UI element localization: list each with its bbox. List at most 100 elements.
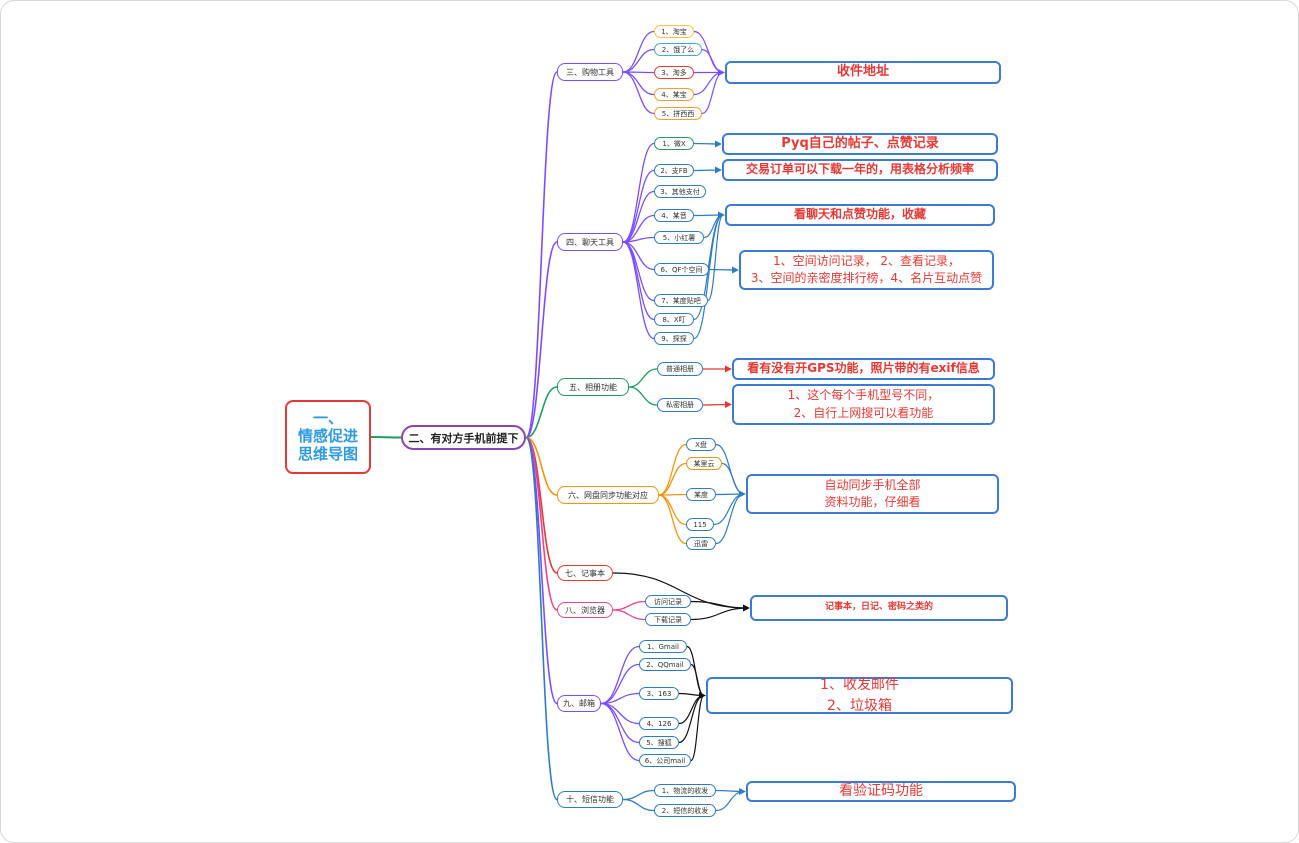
root-line: 情感促进 (297, 427, 358, 446)
note-sms[interactable]: 看验证码功能 (746, 781, 1016, 802)
root-line: 思维导图 (297, 444, 358, 463)
subtopic-link (628, 368, 658, 388)
subtopic-item[interactable]: 4、某宝 (654, 88, 694, 101)
subtopic-item[interactable]: 9、探探 (654, 332, 694, 345)
subtopic-item[interactable]: 1、Gmail (639, 640, 687, 653)
subtopic-link (622, 798, 655, 812)
note-pyq[interactable]: Pyq自己的帖子、点赞记录 (722, 133, 998, 155)
category-topic[interactable]: 九、邮箱 (557, 695, 601, 712)
subtopic-item[interactable]: 2、短信的收发 (654, 804, 716, 817)
subtopic-item[interactable]: 7、某度贴吧 (654, 294, 708, 307)
note-line: 交易订单可以下载一年的，用表格分析频率 (745, 162, 974, 177)
subtopic-item[interactable]: 1、微X (654, 137, 694, 150)
arrow-head (715, 140, 722, 148)
subtopic-item[interactable]: 2、QQmail (639, 658, 691, 671)
subtopic-item[interactable]: 2、饿了么 (654, 43, 702, 56)
note-phone[interactable]: 1、这个每个手机型号不同， 2、自行上网搜可以看功能 (732, 384, 995, 425)
branch-link (525, 241, 558, 439)
subtopic-item[interactable]: 1、淘宝 (654, 25, 694, 38)
note-shipping[interactable]: 收件地址 (725, 61, 1001, 84)
note-link (690, 663, 705, 697)
subtopic-link (622, 241, 655, 340)
note-orders[interactable]: 交易订单可以下载一年的，用表格分析频率 (722, 159, 998, 181)
note-line: 记事本，日记、密码之类的 (824, 602, 933, 613)
subtopic-item[interactable]: 迅雷 (686, 537, 716, 550)
subtopic-item[interactable]: 2、支FB (654, 164, 694, 177)
subtopic-link (622, 241, 655, 321)
arrow-head (699, 692, 706, 699)
subtopic-item[interactable]: 4、126 (639, 717, 679, 730)
subtopic-item[interactable]: 4、某音 (654, 209, 694, 222)
main-branch-topic[interactable]: 二、有对方手机前提下 (401, 425, 526, 450)
subtopic-link (612, 609, 646, 621)
note-line: 2、自行上网搜可以看功能 (793, 405, 934, 420)
note-line: 收件地址 (836, 64, 889, 80)
subtopic-item[interactable]: X盘 (686, 438, 716, 451)
note-line: 资料功能，仔细看 (824, 495, 921, 509)
subtopic-link (628, 386, 658, 406)
note-notebook[interactable]: 记事本，日记、密码之类的 (750, 595, 1008, 621)
arrow-head (739, 788, 746, 795)
branch-link (525, 436, 558, 801)
subtopic-link (600, 702, 640, 762)
branch-link (525, 436, 558, 611)
note-link (701, 48, 724, 74)
subtopic-item[interactable]: 1、物流的收发 (654, 784, 716, 797)
subtopic-link (600, 692, 640, 705)
subtopic-link (658, 462, 687, 496)
category-topic[interactable]: 八、浏览器 (557, 602, 613, 618)
subtopic-item[interactable]: 普通相册 (657, 362, 703, 376)
note-link (690, 694, 705, 762)
branch-link (525, 386, 558, 439)
note-link (715, 493, 745, 545)
branch-link (525, 436, 558, 705)
arrow-head (715, 166, 722, 174)
note-line: 自动同步手机全部 (824, 477, 921, 492)
category-topic[interactable]: 十、短信功能 (557, 791, 623, 808)
subtopic-item[interactable]: 某里云 (686, 457, 722, 470)
note-line: 看有没有开GPS功能，照片带的有exif信息 (747, 361, 980, 376)
subtopic-link (622, 30, 655, 73)
note-gps[interactable]: 看有没有开GPS功能，照片带的有exif信息 (732, 358, 995, 380)
subtopic-item[interactable]: 3、淘多 (654, 66, 694, 79)
category-topic[interactable]: 七、记事本 (557, 565, 613, 581)
subtopic-item[interactable]: 5、小红薯 (654, 231, 704, 244)
subtopic-item[interactable]: 115 (686, 518, 714, 531)
arrow-head (739, 490, 746, 498)
subtopic-item[interactable]: 6、公司mail (639, 754, 691, 767)
subtopic-item[interactable]: 5、搜狐 (639, 736, 679, 749)
note-link (713, 493, 745, 526)
branch-link (525, 71, 558, 439)
note-chat[interactable]: 看聊天和点赞功能，收藏 (725, 204, 995, 226)
subtopic-item[interactable]: 8、X叮 (654, 313, 694, 326)
note-qzone[interactable]: 1、空间访问记录， 2、查看记录，3、空间的亲密度排行榜，4、名片互动点赞 (739, 250, 994, 290)
subtopic-item[interactable]: 3、163 (639, 687, 679, 700)
arrow-head (732, 266, 739, 274)
subtopic-item[interactable]: 某度 (686, 488, 716, 501)
note-cloud[interactable]: 自动同步手机全部资料功能，仔细看 (746, 474, 999, 514)
category-topic[interactable]: 五、相册功能 (557, 378, 629, 396)
subtopic-link (622, 71, 655, 115)
category-topic[interactable]: 六、网盘同步功能对应 (557, 486, 659, 504)
subtopic-item[interactable]: 私密相册 (657, 398, 703, 412)
category-topic[interactable]: 四、聊天工具 (557, 233, 623, 251)
note-line: 看验证码功能 (839, 783, 923, 800)
arrow-head (718, 69, 725, 76)
subtopic-item[interactable]: 3、其他支付 (654, 185, 706, 198)
subtopic-item[interactable]: 5、拼西西 (654, 107, 702, 120)
arrow-head (725, 365, 732, 373)
note-line: 2、垃圾箱 (827, 697, 892, 714)
subtopic-item[interactable]: 下载记录 (645, 613, 691, 626)
root-topic[interactable]: 一、 情感促进 思维导图 (285, 400, 371, 474)
note-line: 1、空间访问记录， 2、查看记录， (772, 253, 961, 268)
note-line: Pyq自己的帖子、点赞记录 (781, 135, 939, 151)
subtopic-item[interactable]: 6、QF个空间 (654, 263, 709, 276)
branch-link (525, 436, 558, 496)
note-link (721, 462, 745, 495)
subtopic-link (600, 702, 640, 725)
category-topic[interactable]: 三、购物工具 (557, 63, 623, 81)
subtopic-item[interactable]: 访问记录 (645, 595, 691, 608)
